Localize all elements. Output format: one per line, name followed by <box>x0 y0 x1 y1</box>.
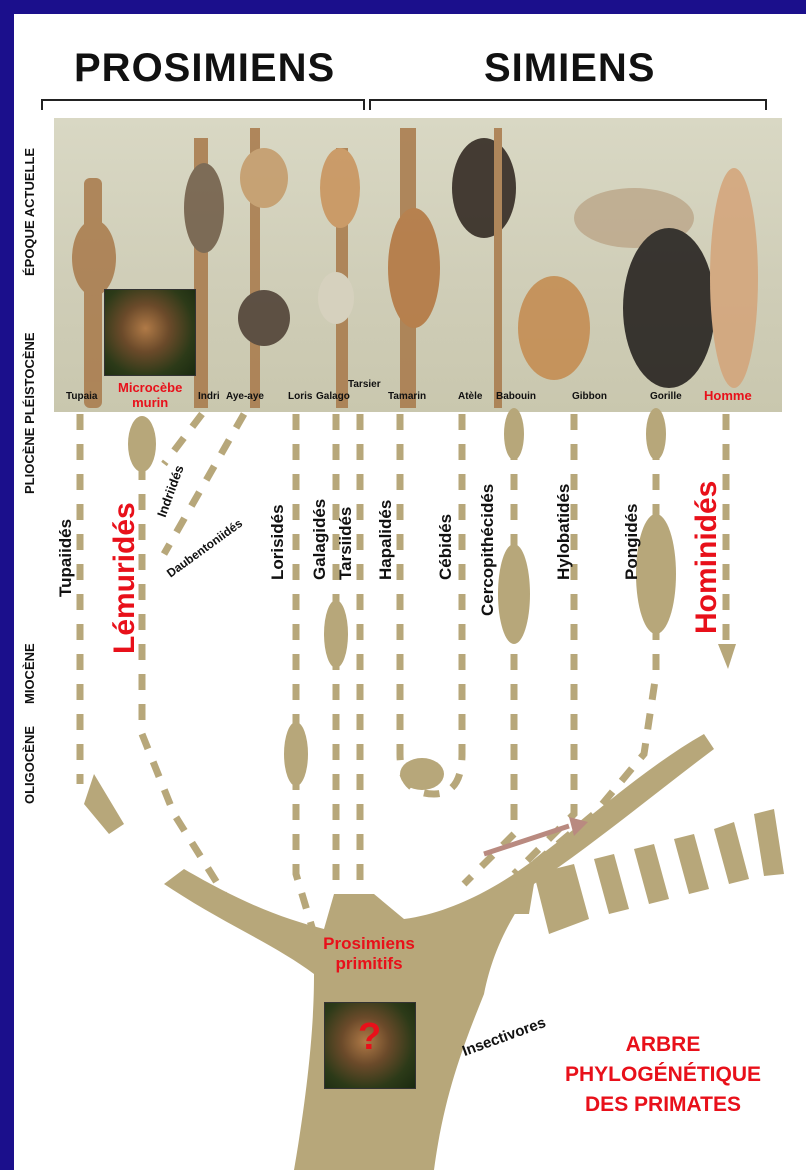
prosimiens-primitifs-label: Prosimiens primitifs <box>304 934 434 974</box>
family-lemurides: Lémuridés <box>108 502 142 654</box>
diagram-panel: PROSIMIENS SIMIENS ÉPOQUE ACTUELLE PLIOC… <box>14 14 806 1170</box>
diagram-title: ARBRE PHYLOGÉNÉTIQUE DES PRIMATES <box>520 1030 806 1120</box>
lineage-lemurides <box>142 434 224 894</box>
lineage-lorisides <box>296 414 314 934</box>
branch-tupaiides-base <box>84 774 124 834</box>
title-line1: ARBRE <box>520 1030 806 1060</box>
lineage-hapalides <box>400 414 434 794</box>
family-pongides: Pongidés <box>622 503 642 580</box>
family-hominides: Hominidés <box>690 481 724 634</box>
title-line3: DES PRIMATES <box>520 1090 806 1120</box>
family-tarsiides: Tarsiidés <box>336 507 356 580</box>
family-cercopithecides: Cercopithécidés <box>478 484 498 616</box>
lineage-swellings <box>128 408 736 790</box>
family-galagides: Galagidés <box>310 499 330 580</box>
lineage-indriides <box>164 414 202 464</box>
family-tupaiides: Tupaiidés <box>56 519 76 597</box>
family-lorisides: Lorisidés <box>268 504 288 580</box>
title-line2: PHYLOGÉNÉTIQUE <box>520 1060 806 1090</box>
ancestor-line1: Prosimiens <box>304 934 434 954</box>
family-hapalides: Hapalidés <box>376 500 396 580</box>
question-mark: ? <box>358 1016 381 1059</box>
family-hylobatides: Hylobatidés <box>554 484 574 580</box>
lineage-cebides <box>434 414 462 794</box>
ancestor-line2: primitifs <box>304 954 434 974</box>
family-cebides: Cébidés <box>436 514 456 580</box>
